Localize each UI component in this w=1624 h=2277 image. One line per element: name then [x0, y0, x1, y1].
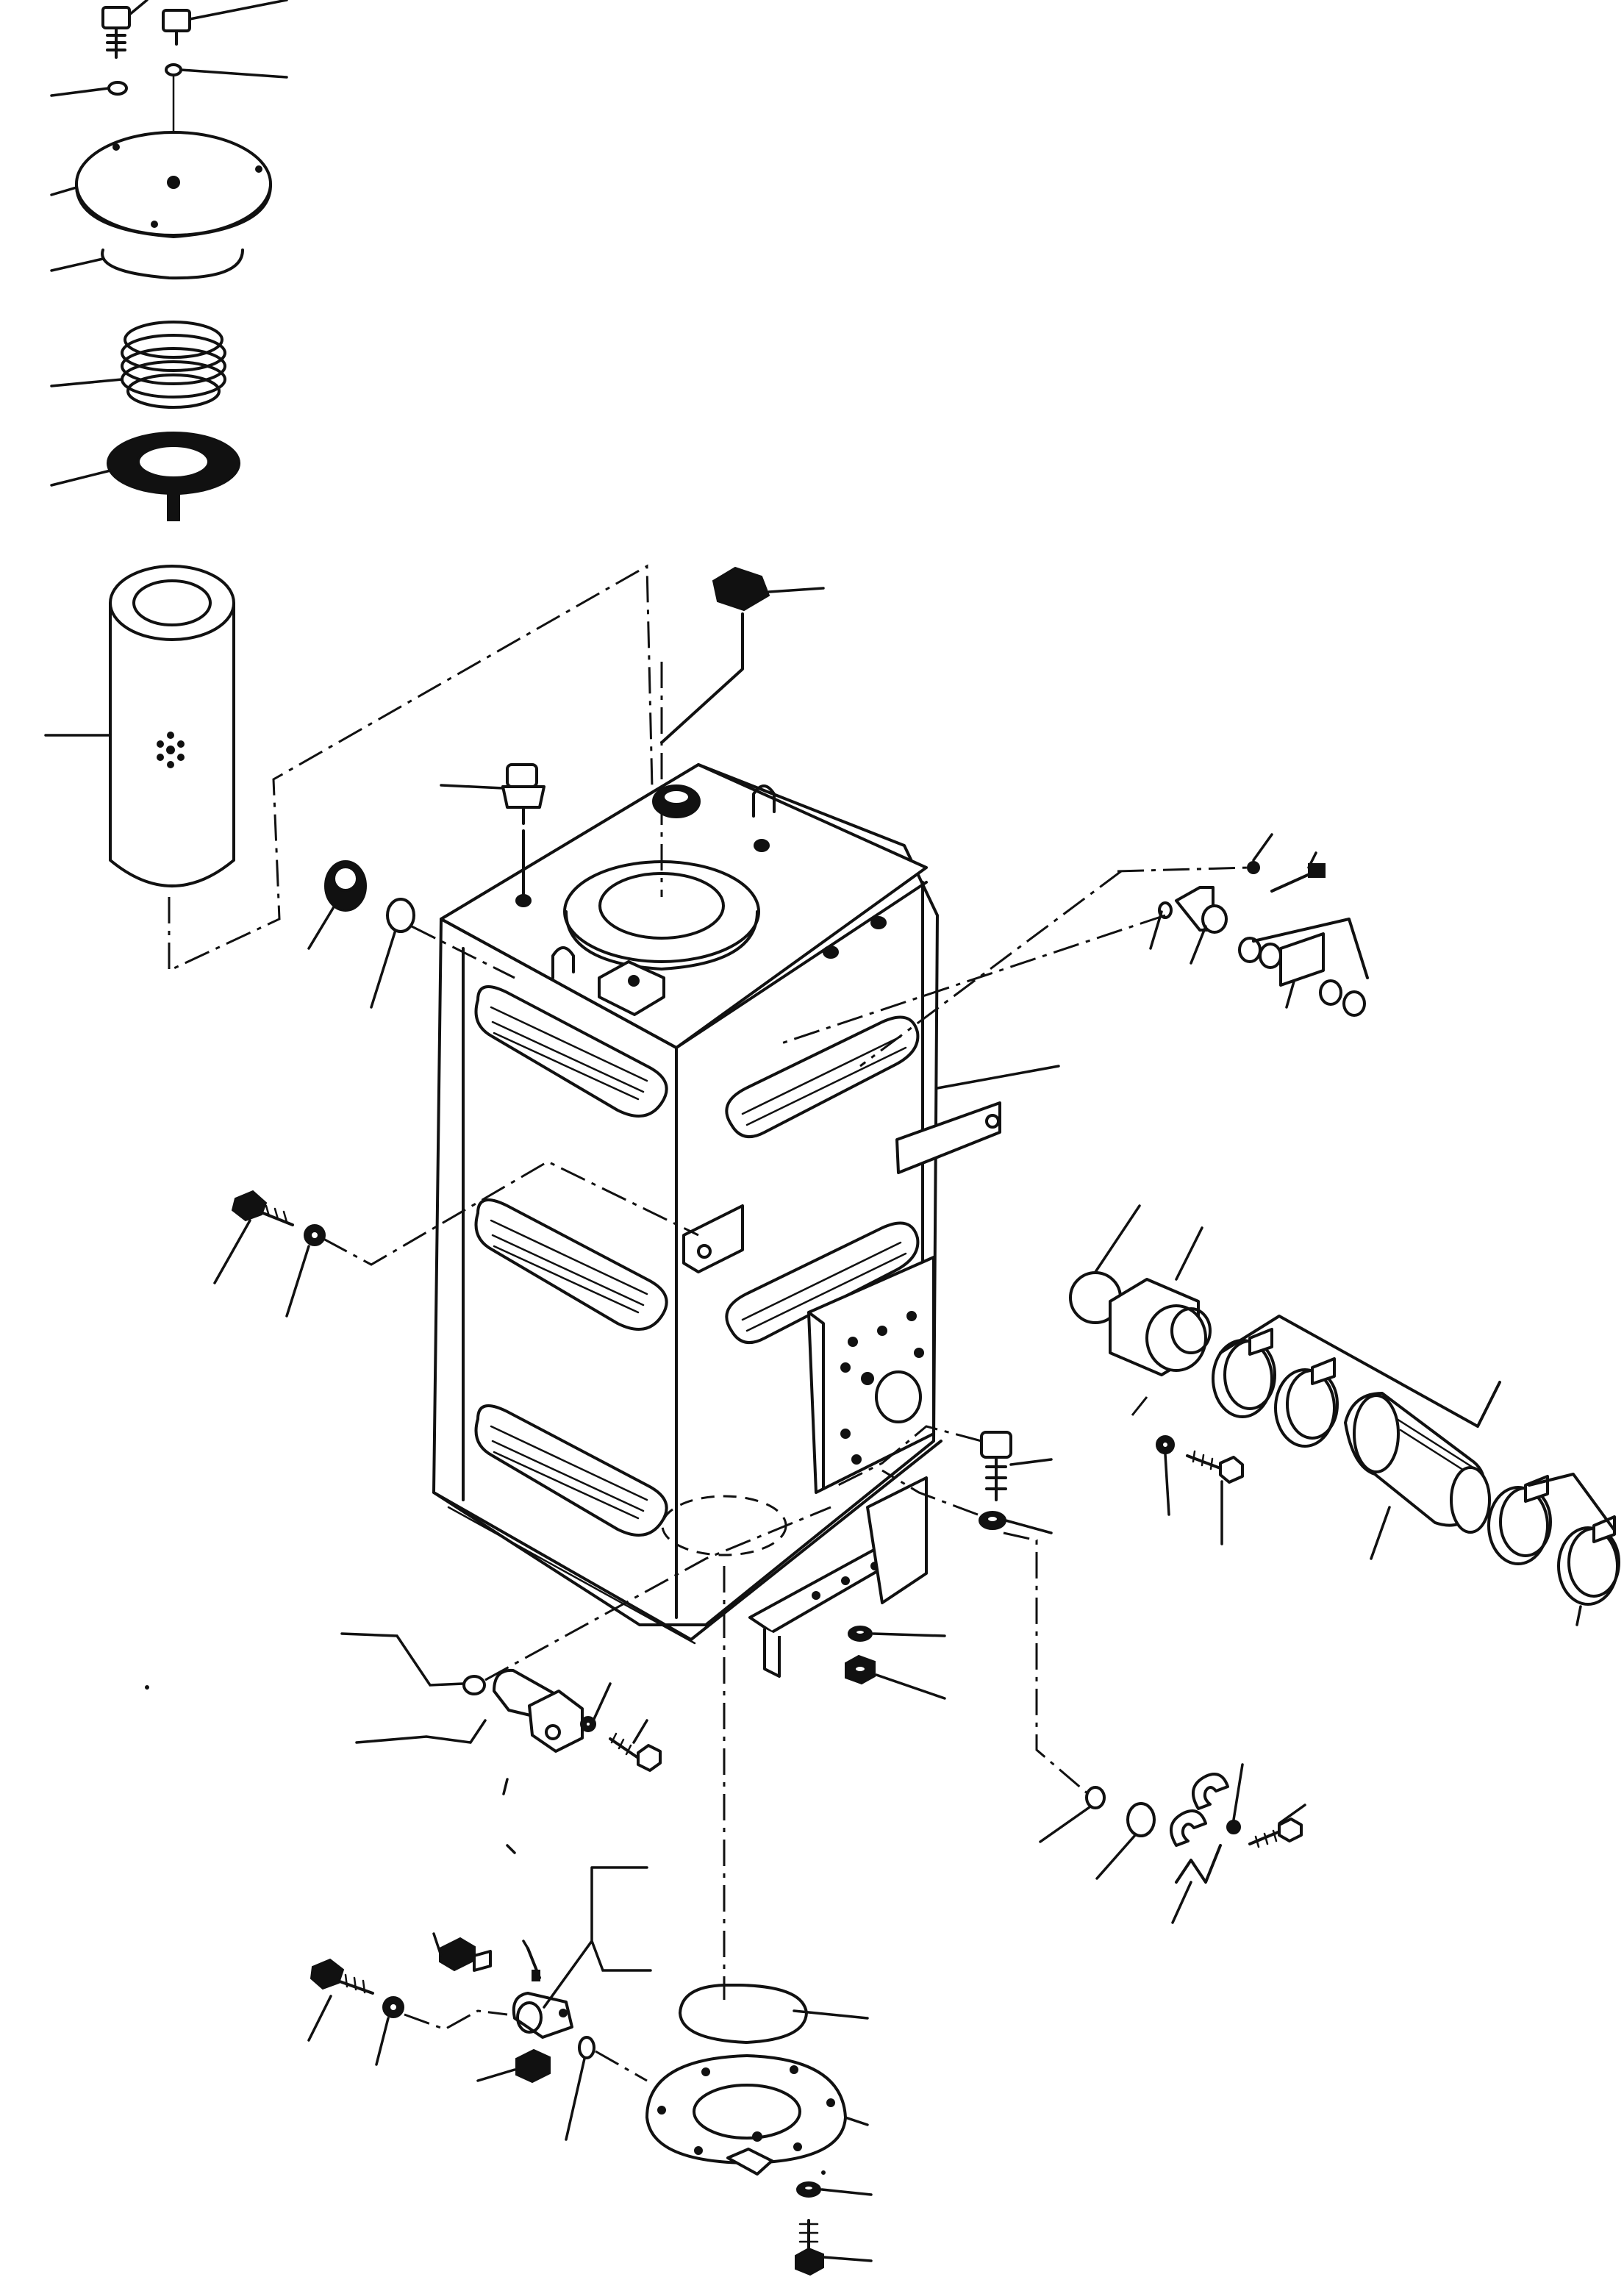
- filter-centerline: [168, 564, 656, 973]
- upper-port-bolt: [1117, 851, 1326, 893]
- port-plate-bolt: [837, 1425, 1053, 1501]
- pressure-switch: [440, 763, 545, 898]
- hook-top-left: [551, 946, 575, 979]
- hose-clamp-1: [1212, 1328, 1276, 1418]
- lower-right-o-ring-small: [1039, 1786, 1106, 1843]
- scan-speck: [821, 2170, 826, 2175]
- drain-cock-pin: [522, 1940, 541, 1981]
- drain-group-bracket: [543, 1866, 652, 2009]
- level-gauge-block: [598, 960, 665, 1016]
- drain-bolt-left: [307, 1958, 374, 2042]
- side-port-plate: [807, 1256, 935, 1494]
- tank-rib-right-lower: [725, 1221, 920, 1345]
- top-breather: [652, 784, 701, 818]
- drain-cock: [432, 1932, 492, 1972]
- tank-rib-left-middle: [474, 1198, 668, 1331]
- drain-plate-bolt: [795, 2219, 873, 2276]
- hose-clamp-3: [1487, 1475, 1552, 1565]
- upper-port-fitting: [779, 870, 1228, 1068]
- tank-rib-left-upper: [474, 985, 668, 1118]
- suction-bolt: [609, 1719, 662, 1772]
- outlet-hose: [1344, 1392, 1491, 1560]
- filter-cover-plate: [50, 131, 272, 238]
- clamp-group-bracket: [1219, 1315, 1615, 1531]
- upper-port-washer: [1247, 833, 1273, 874]
- air-breather-cap: [660, 566, 825, 744]
- top-plug-small: [515, 839, 887, 959]
- mounting-bracket-front: [682, 1204, 744, 1273]
- top-washer-left: [50, 81, 128, 97]
- drain-cover-o-ring: [679, 1984, 869, 2044]
- lower-right-bolt: [1248, 1804, 1306, 1848]
- top-bolt-right: [162, 0, 288, 46]
- flange-washer: [1156, 1435, 1175, 1516]
- mounting-bracket-side: [895, 1101, 1001, 1174]
- port-plate-washer: [881, 1469, 1089, 1795]
- side-plug: [307, 860, 367, 950]
- scan-speck: [145, 1685, 149, 1690]
- filter-element: [44, 565, 235, 887]
- outlet-flange: [1109, 1226, 1212, 1416]
- suction-o-ring: [340, 1632, 486, 1695]
- hose-clamp-2: [1274, 1357, 1339, 1448]
- relief-valve-seat: [50, 432, 240, 521]
- bracket-bolt-left: [213, 1190, 294, 1284]
- filter-spring: [50, 321, 226, 409]
- drain-o-ring: [565, 2036, 648, 2141]
- lower-right-washer: [1226, 1763, 1244, 1834]
- drain-valve-body: [512, 1992, 573, 2039]
- lower-right-o-ring: [1095, 1802, 1156, 1880]
- rail-washer: [848, 1626, 946, 1642]
- bottom-support-channel: [866, 1476, 928, 1604]
- tank-rib-left-lower: [474, 1404, 668, 1537]
- hose-clamp-4: [1557, 1515, 1620, 1626]
- filler-neck-ring: [563, 860, 760, 971]
- top-bolt-left: [101, 0, 149, 59]
- upper-clamp-hose-set: [1238, 918, 1369, 1017]
- bracket-callout-line: [502, 1778, 516, 1854]
- drain-plug: [476, 2048, 551, 2084]
- suction-washer: [580, 1682, 612, 1732]
- filter-mesh-mark: [157, 732, 185, 768]
- rail-nut: [845, 1654, 946, 1700]
- tank-rib-right-upper: [725, 1015, 920, 1139]
- flange-bolt: [1186, 1450, 1244, 1545]
- cover-o-ring: [50, 249, 244, 280]
- suction-elbow-fitting: [355, 1506, 831, 1753]
- bracket-bolt-washer-left: [285, 1160, 699, 1318]
- drain-cover-plate: [645, 2054, 869, 2176]
- side-plug-o-ring: [370, 898, 515, 1009]
- hook-top-right: [752, 784, 776, 818]
- drain-plate-washer: [796, 2181, 873, 2198]
- drain-washer-left: [375, 1996, 508, 2066]
- lower-right-split-flange: [1169, 1773, 1229, 1924]
